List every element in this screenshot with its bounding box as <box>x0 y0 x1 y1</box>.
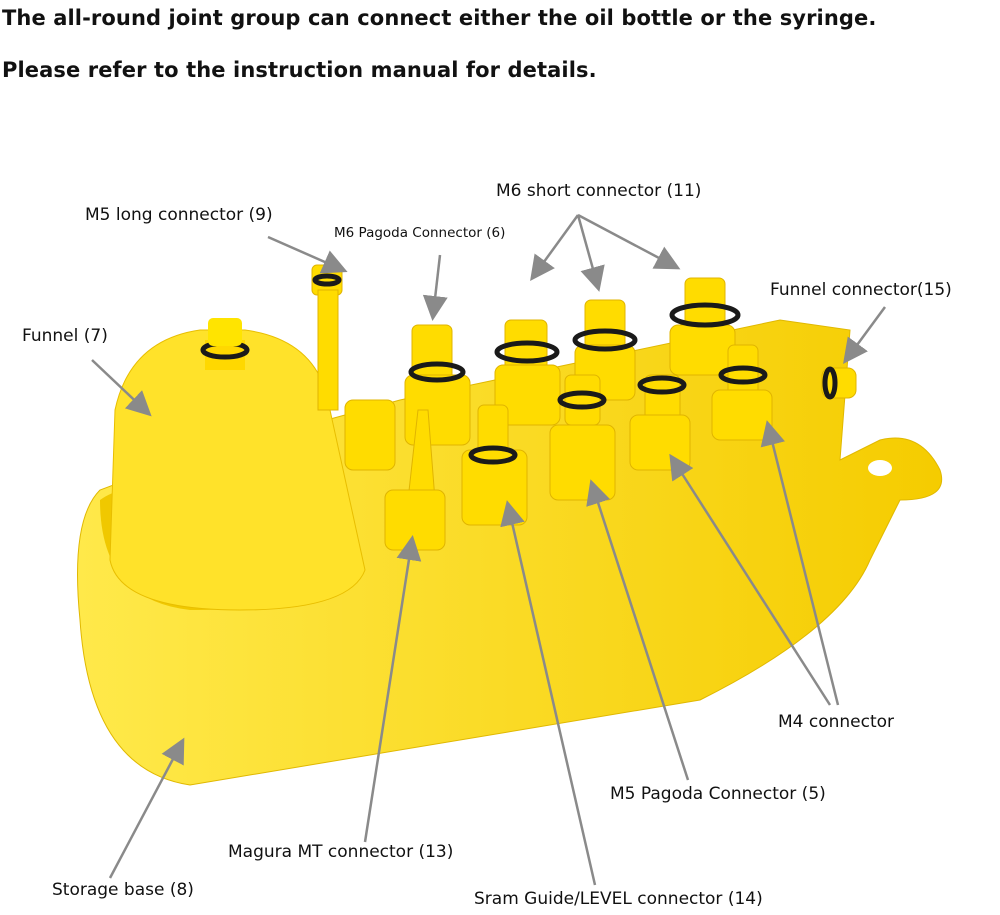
label-sram-connector: Sram Guide/LEVEL connector (14) <box>474 889 763 909</box>
headline-line-2: Please refer to the instruction manual f… <box>2 58 597 82</box>
label-funnel-connector: Funnel connector(15) <box>770 280 952 300</box>
connectors <box>311 264 857 551</box>
label-m5-pagoda-connector: M5 Pagoda Connector (5) <box>610 784 826 804</box>
callout-arrows <box>91 213 887 886</box>
headline-line-1: The all-round joint group can connect ei… <box>2 6 877 30</box>
label-m6-short-connector: M6 short connector (11) <box>496 181 702 201</box>
label-m4-connector: M4 connector <box>778 712 895 732</box>
label-m6-pagoda-connector: M6 Pagoda Connector (6) <box>334 225 506 241</box>
o-rings <box>312 273 838 465</box>
label-storage-base: Storage base (8) <box>52 880 194 900</box>
label-magura-mt-connector: Magura MT connector (13) <box>228 842 454 862</box>
hanging-hole <box>868 460 892 476</box>
funnel <box>109 318 366 611</box>
label-m5-long-connector: M5 long connector (9) <box>85 205 273 225</box>
label-funnel: Funnel (7) <box>22 326 108 346</box>
